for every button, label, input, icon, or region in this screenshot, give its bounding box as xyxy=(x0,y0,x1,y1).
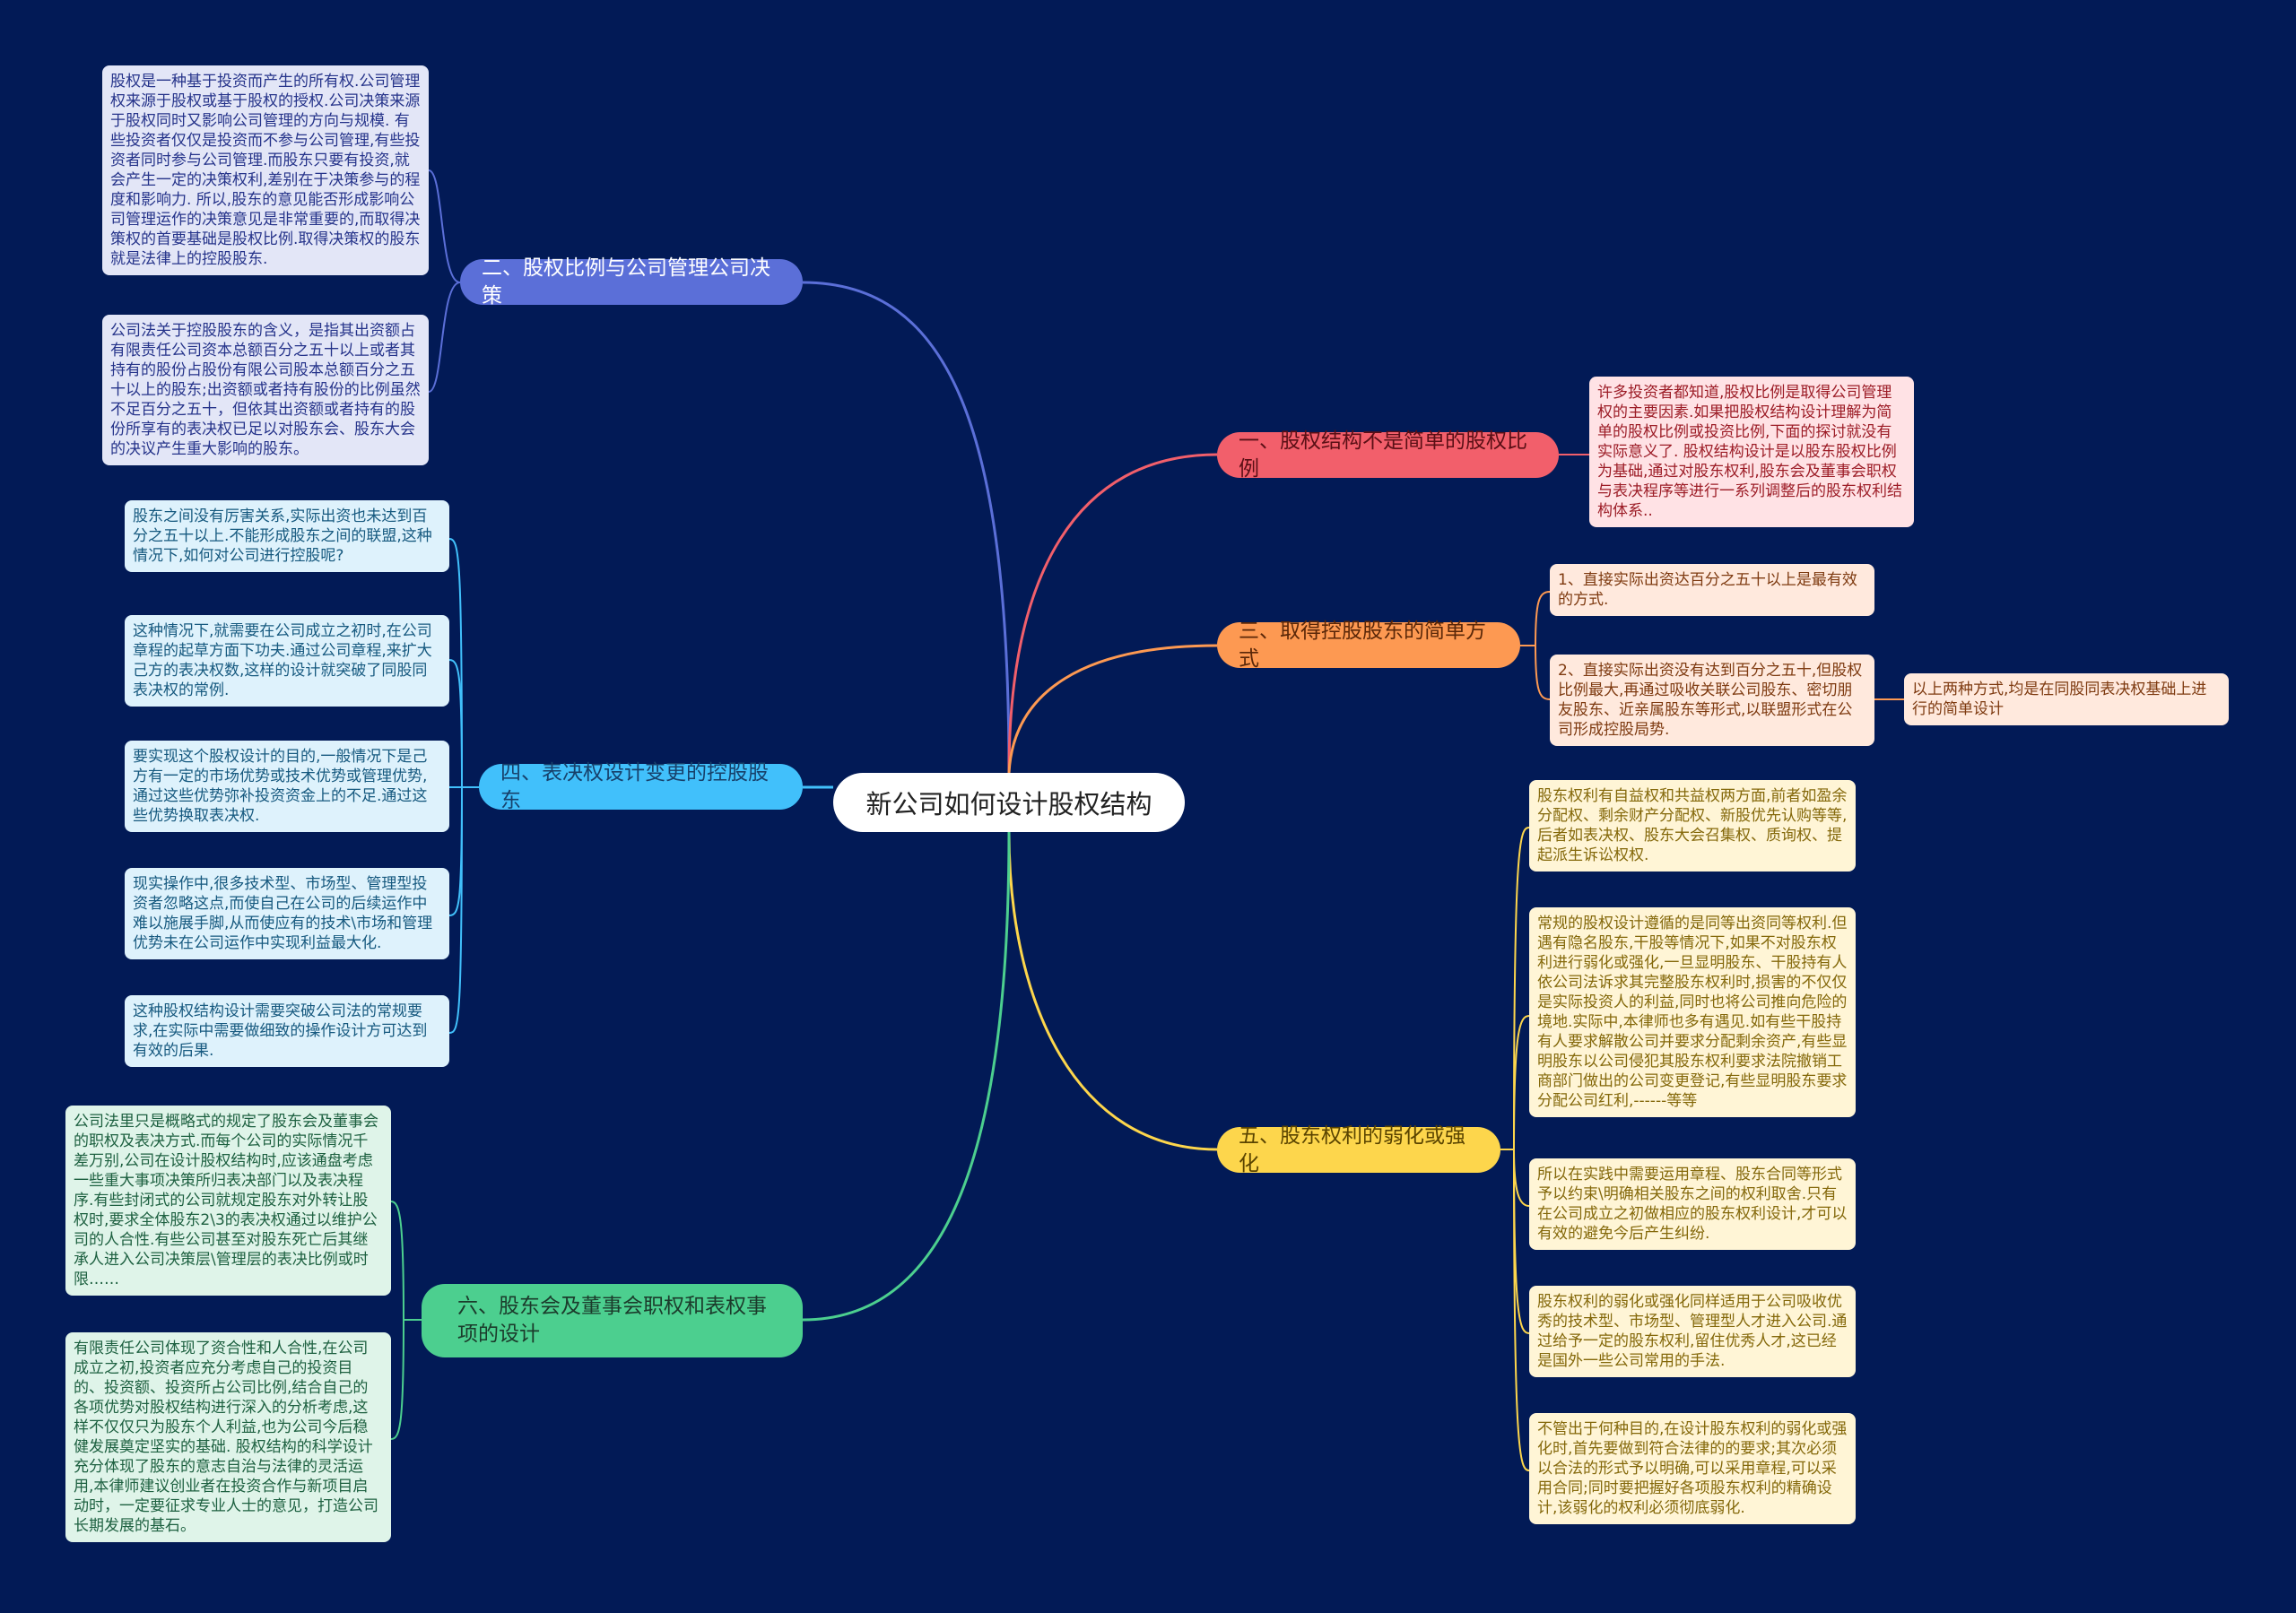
leaf-note[interactable]: 公司法关于控股股东的含义，是指其出资额占有限责任公司资本总额百分之五十以上或者其… xyxy=(102,315,429,465)
link-b5 xyxy=(1007,831,1218,1151)
branch-structure-not-ratio[interactable]: 一、股权结构不是简单的股权比例 xyxy=(1217,429,1559,481)
leaf-note[interactable]: 许多投资者都知道,股权比例是取得公司管理权的主要因素.如果把股权结构设计理解为简… xyxy=(1589,377,1914,527)
branch-voting-rights-design[interactable]: 四、表决权设计变更的控股股东 xyxy=(479,761,803,812)
leaf-note[interactable]: 1、直接实际出资达百分之五十以上是最有效的方式. xyxy=(1550,564,1874,616)
branch-board-powers[interactable]: 六、股东会及董事会职权和表权事项的设计 xyxy=(422,1284,803,1357)
central-topic[interactable]: 新公司如何设计股权结构 xyxy=(833,773,1185,832)
leaf-note[interactable]: 股东之间没有厉害关系,实际出资也未达到百分之五十以上.不能形成股东之间的联盟,这… xyxy=(125,500,449,572)
branch-controlling-methods[interactable]: 三、取得控股股东的简单方式 xyxy=(1217,620,1520,671)
link-b2 xyxy=(802,281,1011,774)
branch-ownership-ratio[interactable]: 二、股权比例与公司管理公司决策 xyxy=(460,256,803,308)
leaf-note[interactable]: 股东权利的弱化或强化同样适用于公司吸收优秀的技术型、市场型、管理型人才进入公司.… xyxy=(1529,1286,1856,1377)
link-b6 xyxy=(802,831,1011,1322)
branch-rights-weaken-strengthen[interactable]: 五、股东权利的弱化或强化 xyxy=(1217,1124,1500,1175)
leaf-note[interactable]: 股东权利有自益权和共益权两方面,前者如盈余分配权、剩余财产分配权、新股优先认购等… xyxy=(1529,780,1856,872)
link-b3 xyxy=(1007,644,1218,774)
leaf-note[interactable]: 要实现这个股权设计的目的,一般情况下是己方有一定的市场优势或技术优势或管理优势,… xyxy=(125,741,449,832)
leaf-note[interactable]: 这种股权结构设计需要突破公司法的常规要求,在实际中需要做细致的操作设计方可达到有… xyxy=(125,995,449,1067)
leaf-note[interactable]: 所以在实践中需要运用章程、股东合同等形式予以约束\明确相关股东之间的权利取舍.只… xyxy=(1529,1158,1856,1250)
leaf-note[interactable]: 这种情况下,就需要在公司成立之初时,在公司章程的起草方面下功夫.通过公司章程,来… xyxy=(125,615,449,707)
leaf-note[interactable]: 有限责任公司体现了资合性和人合性,在公司成立之初,投资者应充分考虑自己的投资目的… xyxy=(65,1332,391,1542)
link-b1 xyxy=(1007,453,1218,774)
leaf-note[interactable]: 股权是一种基于投资而产生的所有权.公司管理权来源于股权或基于股权的授权.公司决策… xyxy=(102,65,429,275)
leaf-note[interactable]: 公司法里只是概略式的规定了股东会及董事会的职权及表决方式.而每个公司的实际情况千… xyxy=(65,1106,391,1296)
sub-leaf-note[interactable]: 以上两种方式,均是在同股同表决权基础上进行的简单设计 xyxy=(1904,673,2229,725)
leaf-note[interactable]: 2、直接实际出资没有达到百分之五十,但股权比例最大,再通过吸收关联公司股东、密切… xyxy=(1550,655,1874,746)
leaf-note[interactable]: 不管出于何种目的,在设计股东权利的弱化或强化时,首先要做到符合法律的的要求;其次… xyxy=(1529,1413,1856,1524)
leaf-note[interactable]: 常规的股权设计遵循的是同等出资同等权利.但遇有隐名股东,干股等情况下,如果不对股… xyxy=(1529,907,1856,1117)
leaf-note[interactable]: 现实操作中,很多技术型、市场型、管理型投资者忽略这点,而使自己在公司的后续运作中… xyxy=(125,868,449,959)
